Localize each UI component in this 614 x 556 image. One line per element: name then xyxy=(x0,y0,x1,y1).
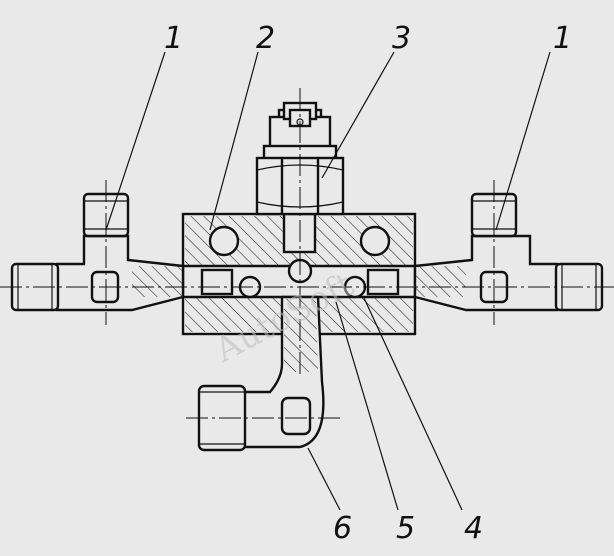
leader-1-left xyxy=(105,51,166,231)
callout-5: 5 xyxy=(396,511,415,546)
centre-lines xyxy=(0,88,614,419)
leader-lines xyxy=(105,51,551,511)
callout-1-right: 1 xyxy=(553,21,572,56)
leader-4 xyxy=(363,297,463,511)
callout-2: 2 xyxy=(256,21,275,56)
callouts: 1 2 3 1 6 5 4 xyxy=(164,21,572,546)
leader-5 xyxy=(335,301,399,511)
callout-4: 4 xyxy=(464,511,483,546)
right-tee-fitting xyxy=(413,192,604,312)
leader-6 xyxy=(307,447,341,511)
callout-1-left: 1 xyxy=(164,21,183,56)
callout-6: 6 xyxy=(333,511,352,546)
left-tee-fitting xyxy=(10,192,185,312)
leader-2 xyxy=(209,51,259,231)
body-bore-right xyxy=(359,225,391,257)
body-bore-left xyxy=(208,225,240,257)
leader-3 xyxy=(321,51,395,179)
callout-3: 3 xyxy=(392,21,411,56)
leader-1-right xyxy=(495,51,551,231)
